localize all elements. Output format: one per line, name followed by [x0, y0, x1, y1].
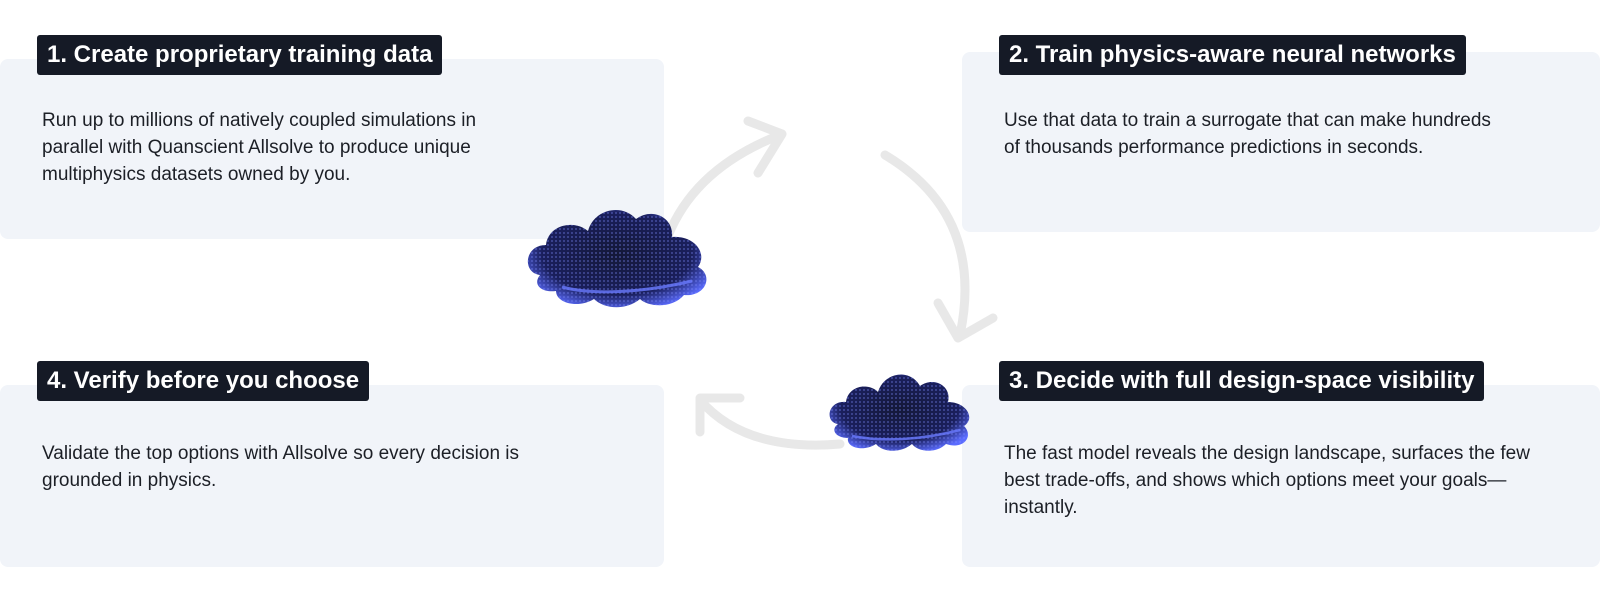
- step-2-title: 2. Train physics-aware neural networks: [999, 35, 1466, 75]
- particle-cloud-icon: [522, 195, 718, 311]
- step-2-description: Use that data to train a surrogate that …: [1004, 107, 1504, 161]
- step-4-description: Validate the top options with Allsolve s…: [42, 440, 582, 494]
- step-4-title: 4. Verify before you choose: [37, 361, 369, 401]
- step-3-title: 3. Decide with full design-space visibil…: [999, 361, 1484, 401]
- particle-cloud-icon: [826, 364, 974, 452]
- cycle-arrow-icon: [700, 398, 840, 445]
- step-1-title: 1. Create proprietary training data: [37, 35, 442, 75]
- step-3-description: The fast model reveals the design landsc…: [1004, 440, 1544, 521]
- step-1-description: Run up to millions of natively coupled s…: [42, 107, 542, 188]
